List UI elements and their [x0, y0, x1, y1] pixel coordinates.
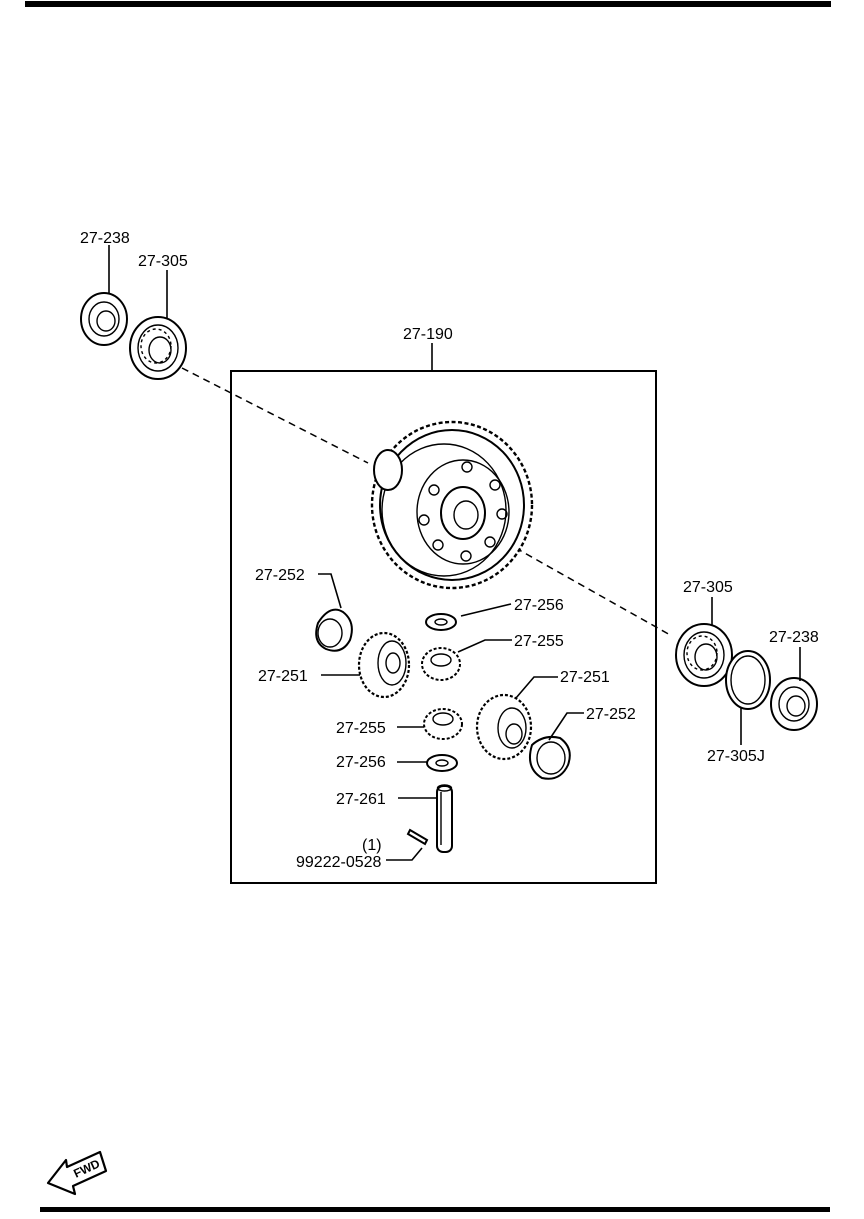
bearing-left[interactable]: [129, 316, 187, 380]
callout-shim: 27-305J: [707, 748, 765, 765]
leader-c255-top: [457, 639, 512, 653]
callout-pin: 99222-0528: [296, 854, 382, 871]
callout-assembly: 27-190: [403, 326, 453, 343]
callout-l-238: 27-238: [80, 230, 130, 247]
pinion-washer-top[interactable]: [425, 613, 457, 631]
differential-ring-gear[interactable]: [370, 420, 534, 590]
fwd-arrow-icon: FWD: [46, 1150, 108, 1196]
bottom-rule: [40, 1207, 830, 1212]
pinion-washer-bottom[interactable]: [426, 754, 458, 772]
leader-c256-top: [460, 603, 512, 617]
callout-c256-top: 27-256: [514, 597, 564, 614]
spring-pin[interactable]: [406, 828, 429, 846]
pinion-gear-bottom[interactable]: [423, 708, 463, 740]
side-gear-left[interactable]: [357, 631, 411, 699]
thrust-washer-lower[interactable]: [529, 735, 571, 780]
callout-r-305: 27-305: [683, 579, 733, 596]
callout-r-238: 27-238: [769, 629, 819, 646]
callout-l-305: 27-305: [138, 253, 188, 270]
callout-c255-top: 27-255: [514, 633, 564, 650]
adjusting-shim[interactable]: [725, 650, 771, 710]
callout-c251-left: 27-251: [258, 668, 308, 685]
callout-c256-bottom: 27-256: [336, 754, 386, 771]
side-gear-right[interactable]: [475, 693, 533, 761]
leader-c252-right: [548, 712, 584, 741]
pinion-shaft[interactable]: [436, 784, 453, 853]
axis-line-right: [504, 541, 673, 637]
bearing-right[interactable]: [675, 623, 733, 687]
thrust-washer-upper[interactable]: [315, 608, 353, 652]
callout-c261: 27-261: [336, 791, 386, 808]
callout-c252-right: 27-252: [586, 706, 636, 723]
oil-seal-right[interactable]: [770, 677, 818, 731]
callout-c252-top: 27-252: [255, 567, 305, 584]
oil-seal-left[interactable]: [80, 292, 128, 346]
callout-qty: (1): [362, 837, 382, 854]
pinion-gear-top[interactable]: [421, 647, 461, 681]
leader-pin: [386, 847, 423, 861]
leader-c252-top: [318, 573, 342, 609]
top-rule: [25, 1, 831, 7]
callout-c255-bottom: 27-255: [336, 720, 386, 737]
leader-c251-right: [515, 676, 558, 699]
axis-line-left: [181, 367, 369, 464]
callout-c251-right: 27-251: [560, 669, 610, 686]
